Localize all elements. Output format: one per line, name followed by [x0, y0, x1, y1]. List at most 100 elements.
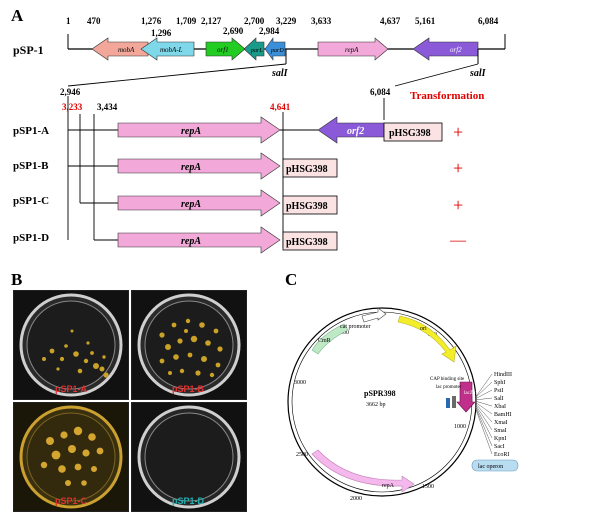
vector-size: 3662 bp	[366, 402, 386, 408]
construct-b-vector-box	[282, 158, 338, 178]
coord-6084-label: 6,084	[370, 87, 391, 97]
construct-c-label: pSP1-C	[13, 195, 49, 207]
coord-3434-label: 3,434	[97, 102, 118, 112]
plate-photo-a	[13, 290, 129, 400]
construct-b-vector-label: pHSG398	[286, 164, 328, 175]
feature-lac-promoter-label: lac promoter	[436, 385, 462, 390]
construct-d-vector-label: pHSG398	[286, 237, 328, 248]
gene-moba-label: mobA	[118, 46, 135, 54]
coord-2690: 2,690	[223, 26, 244, 36]
plasmid-label-psp1: pSP-1	[13, 43, 44, 57]
construct-d-repa-label: repA	[181, 236, 201, 247]
feature-lacza-arrow	[456, 381, 476, 413]
tick-2000: 2000	[350, 496, 362, 502]
vector-map-panel-c: 3500 500 3000 1000 2500 1500 2000 CmR ca…	[287, 307, 519, 502]
construct-d-vector-box	[282, 231, 338, 251]
coord-3233-label: 3,233	[62, 102, 83, 112]
site-smai: SmaI	[494, 428, 507, 434]
plate-label-a: pSP1-A	[55, 384, 88, 394]
coord-4637: 4,637	[380, 16, 401, 26]
tick-3500: 3500	[337, 330, 349, 336]
transformation-label: Transformation	[410, 90, 484, 102]
plate-photo-b	[131, 290, 247, 400]
panel-b-letter: B	[11, 270, 23, 289]
site-kpni: KpnI	[494, 436, 506, 442]
coord-1: 1	[66, 16, 71, 26]
coord-1709: 1,709	[176, 16, 197, 26]
site-hindiii: HindIII	[494, 372, 512, 378]
gene-mobal-label: mobA-L	[160, 46, 183, 54]
construct-d-repa-arrow	[117, 226, 281, 254]
feature-cmr-label: CmR	[318, 338, 331, 344]
plasmid-map-panel-a: pSP-1 1 470 1,276 1,709 1,296 2,127 2,69…	[13, 16, 506, 254]
feature-cmr-arc	[311, 323, 349, 355]
plate-label-c: pSP1-C	[55, 496, 88, 506]
feature-cap-site-block	[446, 398, 450, 408]
lac-operon-label: lac operon	[478, 464, 503, 470]
construct-d-label: pSP1-D	[13, 232, 49, 244]
plate-label-d: pSP1-D	[172, 496, 205, 506]
construct-c-repa-label: repA	[181, 199, 201, 210]
construct-d-result: —	[449, 232, 467, 249]
site-psti: PstI	[494, 388, 503, 394]
coord-5161: 5,161	[415, 16, 436, 26]
gene-orf2-arrow	[412, 37, 479, 61]
gene-mobal-arrow	[140, 37, 195, 61]
feature-repa-label: repA	[382, 483, 395, 489]
coord-2946-label: 2,946	[60, 87, 81, 97]
tick-2500: 2500	[296, 452, 308, 458]
gene-orf1-label: orf1	[217, 46, 229, 54]
construct-b-repa-arrow	[117, 152, 281, 180]
lac-operon-badge	[471, 459, 519, 472]
feature-ori-arc	[397, 315, 457, 363]
gene-parl-arrow	[243, 37, 265, 61]
construct-b-repa-label: repA	[181, 162, 201, 173]
construct-a-repa-arrow	[117, 116, 281, 144]
coord-1276: 1,276	[141, 16, 162, 26]
panel-c-letter: C	[285, 270, 298, 289]
coord-1296: 1,296	[151, 28, 172, 38]
tick-1000: 1000	[454, 424, 466, 430]
construct-c-vector-box	[282, 195, 338, 215]
construct-a-result: +	[453, 122, 463, 142]
site-xmai: XmaI	[494, 420, 508, 426]
site-bamhi: BamHI	[494, 412, 512, 418]
construct-b-label: pSP1-B	[13, 160, 49, 172]
gene-repa-label: repA	[345, 46, 359, 54]
coord-3633: 3,633	[311, 16, 332, 26]
coord-2700: 2,700	[244, 16, 265, 26]
site-sphi: SphI	[494, 380, 505, 386]
coord-2127: 2,127	[201, 16, 222, 26]
feature-cat-promoter-label: cat promoter	[340, 324, 371, 330]
construct-c-repa-arrow	[117, 189, 281, 217]
gene-parl-label: parL	[250, 48, 263, 54]
site-sali: SalI	[494, 396, 504, 402]
plate-label-b: pSP1-B	[172, 384, 205, 394]
construct-a-label: pSP1-A	[13, 125, 49, 137]
gene-pard-label: parD	[270, 48, 284, 54]
construct-a-vector-label: pHSG398	[389, 128, 431, 139]
plate-photo-d	[131, 402, 247, 512]
construct-c-vector-label: pHSG398	[286, 201, 328, 212]
feature-lac-promoter-block	[452, 396, 456, 408]
construct-a-orf2-label: orf2	[347, 126, 364, 137]
construct-a-repa-label: repA	[181, 126, 201, 137]
tick-3000: 3000	[294, 380, 306, 386]
coord-470: 470	[87, 16, 101, 26]
coord-3229: 3,229	[276, 16, 297, 26]
gene-orf2-label: orf2	[450, 46, 462, 54]
plate-photo-c	[13, 402, 129, 512]
feature-cat-promoter-arrow	[361, 307, 387, 323]
site-xbai: XbaI	[494, 404, 506, 410]
site-ecori: EcoRI	[494, 452, 509, 458]
coord-2984: 2,984	[259, 26, 280, 36]
gene-orf1-arrow	[205, 37, 246, 61]
construct-b-result: +	[453, 158, 463, 178]
construct-c-result: +	[453, 195, 463, 215]
coord-6084: 6,084	[478, 16, 499, 26]
site-saci: SacI	[494, 444, 505, 450]
coord-4641-label: 4,641	[270, 102, 291, 112]
tick-1500: 1500	[422, 484, 434, 490]
gene-repa-arrow	[317, 37, 389, 61]
construct-a-vector-box	[383, 122, 443, 142]
